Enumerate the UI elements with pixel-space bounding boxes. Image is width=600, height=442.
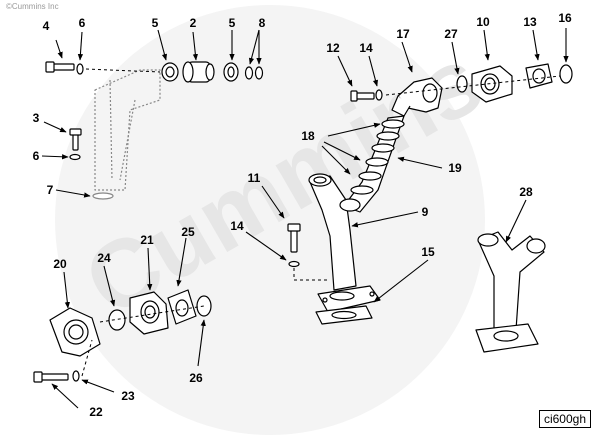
callout-22: 22 xyxy=(89,405,103,419)
callout-6: 6 xyxy=(33,149,40,163)
copyright-notice: ©Cummins Inc xyxy=(6,2,59,11)
callout-5: 5 xyxy=(229,16,236,30)
callout-21: 21 xyxy=(140,233,154,247)
callout-9: 9 xyxy=(422,205,429,219)
callout-26: 26 xyxy=(189,371,203,385)
o-ring-7 xyxy=(92,192,114,200)
callout-10: 10 xyxy=(476,15,490,29)
connector-paths xyxy=(81,68,561,377)
callout-16: 16 xyxy=(558,11,572,25)
callout-28: 28 xyxy=(519,185,533,199)
o-ring-16 xyxy=(559,64,573,84)
callouts: 4 6 5 2 5 8 12 14 17 27 10 13 16 3 6 18 … xyxy=(33,11,572,419)
capscrew-3 xyxy=(69,128,82,151)
callout-12: 12 xyxy=(326,41,340,55)
manifold-outline xyxy=(94,69,161,191)
callout-5: 5 xyxy=(152,16,159,30)
connection-20 xyxy=(49,307,101,357)
watermark: Cummins xyxy=(55,5,500,435)
gasket-5-right xyxy=(223,62,239,82)
callout-8: 8 xyxy=(259,16,266,30)
callout-18: 18 xyxy=(301,129,315,143)
callout-15: 15 xyxy=(421,245,435,259)
callout-24: 24 xyxy=(97,251,111,265)
elbow-17 xyxy=(391,77,443,117)
gasket-25 xyxy=(167,289,197,325)
capscrew-12 xyxy=(350,90,375,102)
leader-lines xyxy=(41,28,569,409)
o-ring-24 xyxy=(108,309,126,331)
callout-27: 27 xyxy=(444,27,458,41)
callout-2: 2 xyxy=(190,16,197,30)
callout-23: 23 xyxy=(121,389,135,403)
callout-19: 19 xyxy=(448,161,462,175)
callout-7: 7 xyxy=(47,183,54,197)
gasket-15 xyxy=(315,305,373,325)
callout-14: 14 xyxy=(359,41,373,55)
washer-6-top xyxy=(76,63,84,75)
washer-14-lower xyxy=(288,260,300,268)
callout-3: 3 xyxy=(33,111,40,125)
connection-21 xyxy=(129,291,169,335)
connection-10 xyxy=(471,65,513,103)
callout-6: 6 xyxy=(79,16,86,30)
callout-17: 17 xyxy=(396,27,410,41)
gasket-5-left xyxy=(161,62,179,82)
washer-6-lower xyxy=(69,153,81,161)
figure-id-label: ci600gh xyxy=(538,410,591,428)
callout-14: 14 xyxy=(230,219,244,233)
callout-20: 20 xyxy=(53,257,67,271)
hose-19 xyxy=(343,115,405,213)
callout-4: 4 xyxy=(43,19,50,33)
capscrew-4 xyxy=(45,61,75,73)
capscrew-14-lower xyxy=(287,223,301,253)
washer-14-top xyxy=(375,89,383,101)
gasket-13 xyxy=(525,63,553,89)
adapter-2 xyxy=(182,61,215,83)
callout-11: 11 xyxy=(248,171,261,185)
o-rings-8 xyxy=(244,66,264,80)
washer-23 xyxy=(72,370,80,382)
connection-28 xyxy=(475,231,546,353)
o-ring-26 xyxy=(196,295,212,317)
callout-25: 25 xyxy=(181,225,195,239)
o-ring-27 xyxy=(456,75,468,93)
capscrew-22 xyxy=(33,371,69,383)
callout-13: 13 xyxy=(523,15,537,29)
